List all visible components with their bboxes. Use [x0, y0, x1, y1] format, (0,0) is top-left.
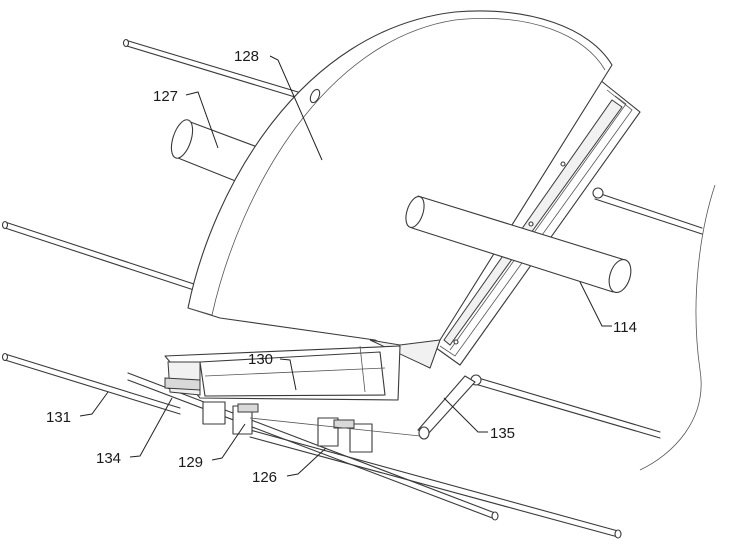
- leader-lines: [79, 55, 612, 477]
- lever-135: [417, 375, 476, 440]
- shaft-114: [405, 195, 632, 294]
- arc-plate-128: [187, 10, 613, 369]
- label-127: 127: [153, 88, 178, 105]
- label-135: 135: [490, 425, 515, 442]
- slider-block-130: [164, 345, 401, 401]
- shaft-127: [170, 119, 261, 187]
- rod-131: [1, 352, 181, 415]
- label-114: 114: [613, 319, 637, 336]
- label-130: 130: [248, 351, 273, 368]
- label-131: 131: [46, 409, 71, 426]
- right-upper-rod: [594, 191, 703, 235]
- label-134: 134: [96, 450, 121, 467]
- left-long-rod: [1, 220, 201, 293]
- label-126: 126: [252, 469, 277, 486]
- label-129: 129: [178, 454, 203, 471]
- bearing-blocks-129: [202, 401, 421, 453]
- guide-rail: [431, 79, 641, 386]
- frame-outline: [639, 184, 716, 471]
- label-128: 128: [234, 48, 259, 65]
- right-lower-rod: [474, 376, 661, 439]
- rod-126: [127, 372, 622, 539]
- upper-rod: [122, 38, 319, 105]
